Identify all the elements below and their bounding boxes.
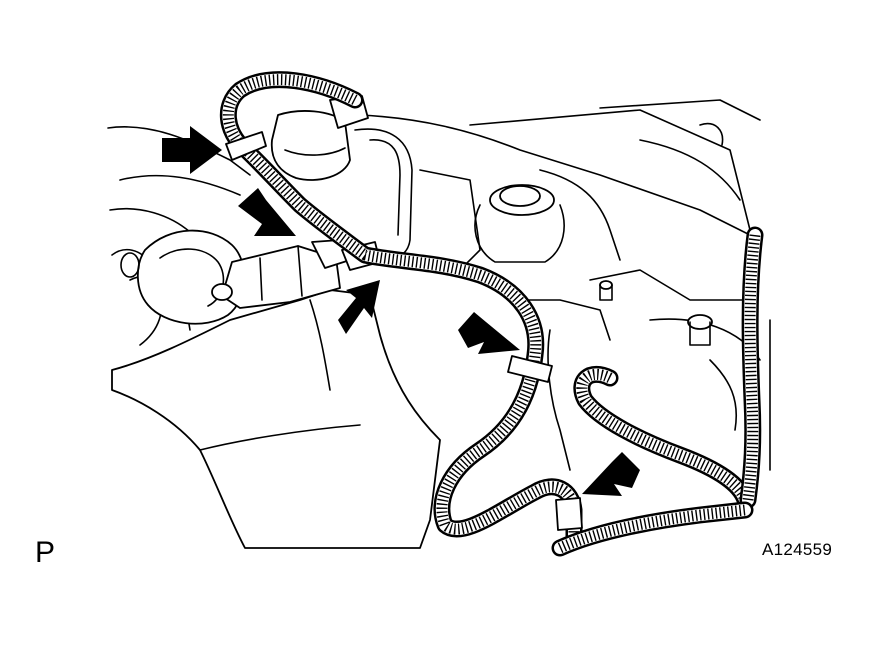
arrow-to-middle-clamp	[458, 312, 520, 354]
harness-clamps	[225, 131, 583, 531]
upper-valve	[270, 95, 369, 181]
figure-id: A124559	[762, 540, 833, 559]
arrow-to-valve-connector	[238, 188, 296, 236]
wire-harness-right	[551, 226, 764, 557]
throttle-body	[120, 229, 246, 325]
intake-manifold	[111, 289, 441, 549]
arrow-to-tube-clamp	[338, 280, 380, 334]
arrow-to-upper-clamp	[162, 126, 222, 174]
mounting-bolts	[599, 280, 713, 346]
arrow-to-lower-clamp	[582, 452, 640, 496]
wire-harness-main	[219, 71, 583, 549]
reservoir-cap	[474, 184, 565, 263]
corner-letter: P	[35, 536, 56, 569]
pointer-arrows	[162, 126, 640, 496]
